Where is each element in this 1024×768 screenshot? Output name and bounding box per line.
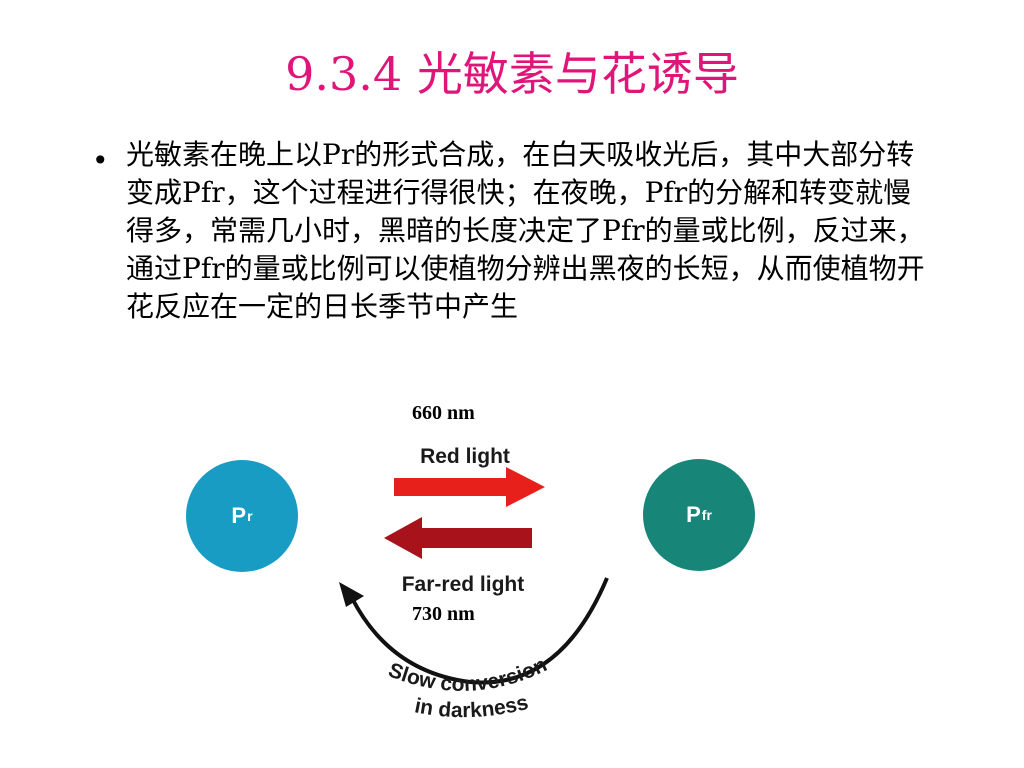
far-red-light-label: Far-red light	[402, 573, 525, 596]
wavelength-660-label: 660 nm	[412, 402, 475, 424]
svg-text:in darkness: in darkness	[413, 691, 531, 722]
slow-conversion-arc	[350, 577, 609, 685]
pfr-label: P	[686, 502, 701, 527]
red-light-label: Red light	[420, 445, 510, 468]
pfr-subscript: fr	[701, 507, 712, 523]
bullet-point-icon: •	[92, 144, 109, 177]
in-darkness-label: in darkness	[413, 691, 531, 722]
slow-conversion-arrowhead-icon	[339, 582, 364, 607]
bullet-text: 光敏素在晚上以Pr的形式合成，在白天吸收光后，其中大部分转变成Pfr，这个过程进…	[126, 138, 925, 323]
slide-title: 9.3.4 光敏素与花诱导	[285, 47, 739, 101]
pr-label: P	[231, 503, 247, 528]
svg-text:Slow conversion: Slow conversion	[385, 653, 550, 696]
slow-conversion-label: Slow conversion	[385, 653, 550, 696]
far-red-light-arrow	[384, 517, 532, 559]
red-light-arrow	[394, 467, 545, 507]
pr-subscript: r	[247, 508, 253, 524]
wavelength-730-label: 730 nm	[412, 603, 475, 625]
